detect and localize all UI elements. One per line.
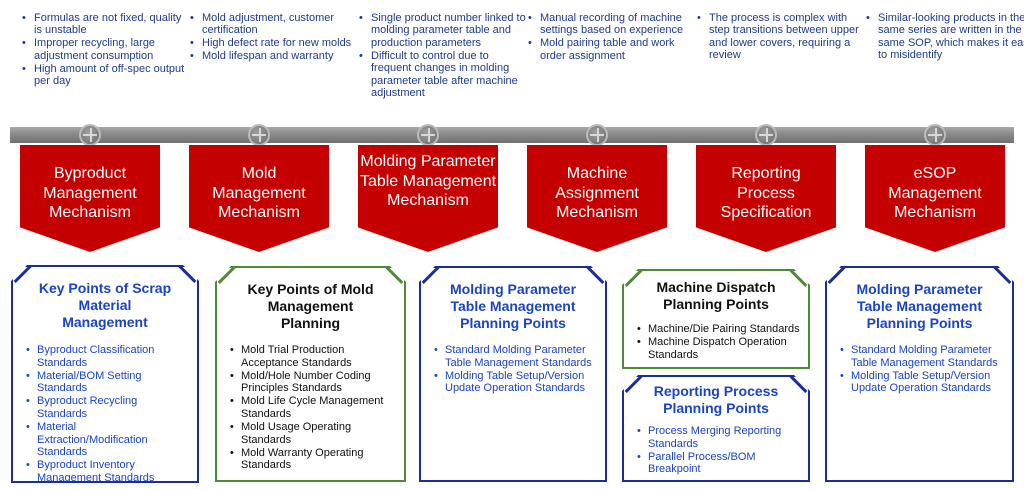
planning-title: Key Points of Mold Management Planning [247,281,374,331]
planning-title: Reporting Process Planning Points [653,383,779,416]
timeline-connector-icon [586,124,608,146]
planning-item: Standard Molding Parameter Table Managem… [851,344,1006,369]
mechanism-label: eSOP Management Mechanism [888,165,982,221]
mechanism-banner-esop: eSOP Management Mechanism [865,145,1005,252]
planning-item: Machine Dispatch Operation Standards [648,336,802,361]
mechanism-label: Molding Parameter Table Management Mecha… [359,153,497,209]
mechanism-banner-reporting: Reporting Process Specification [696,145,836,252]
issue-item: Formulas are not fixed, quality is unsta… [22,12,192,37]
timeline-connector-icon [755,124,777,146]
issue-item: Mold lifespan and warranty [190,50,360,63]
timeline-connector-icon [417,124,439,146]
planning-item: Byproduct Inventory Management Standards [37,459,189,484]
planning-item: Byproduct Recycling Standards [37,395,189,420]
mechanism-label: Byproduct Management Mechanism [43,165,137,221]
issue-item: Single product number linked to molding … [359,12,529,49]
mechanism-label: Machine Assignment Mechanism [555,165,639,221]
planning-item: Mold Usage Operating Standards [241,421,396,446]
planning-item: Mold Warranty Operating Standards [241,447,396,472]
issue-list-reporting: The process is complex with step transit… [693,12,867,62]
planning-item: Byproduct Classification Standards [37,344,189,369]
planning-title: Key Points of Scrap Material Management [38,280,172,330]
planning-box-dispatch: Machine Dispatch Planning Points Machine… [622,269,810,369]
issue-item: Mold pairing table and work order assign… [528,37,698,62]
issue-list-mold: Mold adjustment, customer certification … [186,12,360,63]
planning-title: Molding Parameter Table Management Plann… [449,281,577,331]
planning-list: Standard Molding Parameter Table Managem… [835,344,1006,395]
timeline-connector-icon [924,124,946,146]
planning-item: Process Merging Reporting Standards [648,425,802,450]
issue-item: Difficult to control due to frequent cha… [359,50,529,100]
planning-list: Byproduct Classification Standards Mater… [21,344,189,485]
mechanism-banner-machine-assignment: Machine Assignment Mechanism [527,145,667,252]
planning-item: Machine/Die Pairing Standards [648,323,802,336]
planning-title: Molding Parameter Table Management Plann… [856,281,983,331]
issue-list-machine-assignment: Manual recording of machine settings bas… [524,12,698,63]
planning-item: Molding Table Setup/Version Update Opera… [445,370,599,395]
planning-item: Mold Life Cycle Management Standards [241,395,396,420]
issue-item: Manual recording of machine settings bas… [528,12,698,37]
issue-list-esop: Similar-looking products in the same ser… [862,12,1024,62]
planning-box-mold: Key Points of Mold Management Planning M… [215,266,406,482]
mechanism-label: Mold Management Mechanism [212,165,306,221]
issue-list-byproduct: Formulas are not fixed, quality is unsta… [18,12,192,88]
issue-list-molding-parameter: Single product number linked to molding … [355,12,529,100]
issue-item: Improper recycling, large adjustment con… [22,37,192,62]
planning-item: Parallel Process/BOM Breakpoint [648,451,802,476]
planning-list: Standard Molding Parameter Table Managem… [429,344,599,395]
issue-item: High defect rate for new molds [190,37,360,50]
mechanism-label: Reporting Process Specification [720,165,812,221]
planning-title: Machine Dispatch Planning Points [656,279,776,312]
timeline-connector-icon [79,124,101,146]
mechanism-banner-byproduct: Byproduct Management Mechanism [20,145,160,252]
mechanism-banner-mold: Mold Management Mechanism [189,145,329,252]
planning-list: Machine/Die Pairing Standards Machine Di… [632,323,802,361]
mechanism-banner-molding-parameter: Molding Parameter Table Management Mecha… [358,145,498,252]
planning-box-scrap: Key Points of Scrap Material Management … [11,265,199,483]
planning-item: Standard Molding Parameter Table Managem… [445,344,599,369]
planning-box-molding-parameter: Molding Parameter Table Management Plann… [419,266,607,482]
timeline-bar [10,127,1014,143]
issue-item: High amount of off-spec output per day [22,63,192,88]
planning-box-esop: Molding Parameter Table Management Plann… [825,266,1014,482]
planning-item: Molding Table Setup/Version Update Opera… [851,370,1006,395]
planning-item: Material Extraction/Modification Standar… [37,421,189,459]
planning-list: Process Merging Reporting Standards Para… [632,425,802,476]
timeline-connector-icon [248,124,270,146]
issue-item: The process is complex with step transit… [697,12,867,62]
planning-item: Mold/Hole Number Coding Principles Stand… [241,370,396,395]
planning-box-reporting: Reporting Process Planning Points Proces… [622,375,810,482]
planning-list: Mold Trial Production Acceptance Standar… [225,344,396,472]
issue-item: Similar-looking products in the same ser… [866,12,1024,62]
planning-item: Material/BOM Setting Standards [37,370,189,395]
issue-item: Mold adjustment, customer certification [190,12,360,37]
planning-item: Mold Trial Production Acceptance Standar… [241,344,396,369]
